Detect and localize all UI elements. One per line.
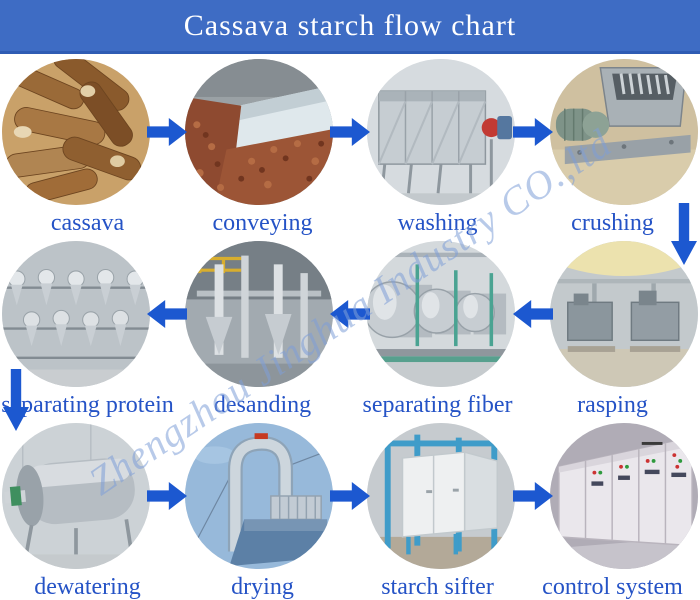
step-image-desanding <box>184 241 333 387</box>
flow-arrow-down-right-icon <box>671 203 697 265</box>
desanding-pipes-photo <box>184 241 333 387</box>
root-conveying-flume-photo <box>184 59 333 205</box>
flow-arrow-right-icon <box>147 118 188 146</box>
step-label-cassava: cassava <box>50 210 125 236</box>
step-label-desanding: desanding <box>213 392 312 418</box>
step-image-control-system <box>549 423 698 569</box>
flow-arrow-right-icon <box>512 482 553 510</box>
flow-row-3-images <box>0 421 700 571</box>
step-image-starch-sifter <box>367 423 516 569</box>
flow-arrow-left-icon <box>329 300 370 328</box>
flow-row-1-labels: cassava conveying washing crushing <box>0 207 700 239</box>
flow-row-2-labels: separating protein desanding separating fi… <box>0 389 700 421</box>
step-label-crushing: crushing <box>571 210 654 236</box>
flow-row-3-labels: dewatering drying starch sifter control sys… <box>0 571 700 600</box>
flow-arrow-right-icon <box>329 482 370 510</box>
step-label-dewatering: dewatering <box>34 574 141 600</box>
centrifugal-sieve-photo <box>367 241 516 387</box>
step-image-washing <box>367 59 516 205</box>
step-label-washing: washing <box>397 210 478 236</box>
flow-arrow-left-icon <box>147 300 188 328</box>
flow-arrow-right-icon <box>147 482 188 510</box>
crushing-machine-photo <box>549 59 698 205</box>
flash-dryer-photo <box>184 423 333 569</box>
step-image-separating-protein <box>2 241 150 387</box>
starch-sifter-photo <box>367 423 516 569</box>
hydrocyclone-station-photo <box>2 241 150 387</box>
step-image-dewatering <box>2 423 150 569</box>
page-title: Cassava starch flow chart <box>183 8 517 42</box>
flow-arrow-right-icon <box>329 118 370 146</box>
title-banner: Cassava starch flow chart <box>0 0 700 54</box>
step-image-rasping <box>549 241 698 387</box>
step-label-separating-protein: separating protein <box>1 392 174 418</box>
paddle-washing-machine-photo <box>367 59 516 205</box>
step-image-crushing <box>549 59 698 205</box>
control-cabinets-photo <box>549 423 698 569</box>
step-image-cassava <box>2 59 150 205</box>
flow-grid: cassava conveying washing crushing separati… <box>0 57 700 600</box>
flow-arrow-left-icon <box>512 300 553 328</box>
flow-arrow-right-icon <box>512 118 553 146</box>
step-label-control-system: control system <box>542 574 683 600</box>
step-label-separating-fiber: separating fiber <box>362 392 513 418</box>
step-label-starch-sifter: starch sifter <box>381 574 494 600</box>
step-image-conveying <box>184 59 333 205</box>
flow-row-2-images <box>0 239 700 389</box>
step-label-rasping: rasping <box>577 392 648 418</box>
rasper-workshop-photo <box>549 241 698 387</box>
flow-arrow-down-left-icon <box>3 369 29 431</box>
flow-row-1-images <box>0 57 700 207</box>
step-label-drying: drying <box>231 574 294 600</box>
step-image-separating-fiber <box>367 241 516 387</box>
vacuum-filter-drum-photo <box>2 423 150 569</box>
step-label-conveying: conveying <box>212 210 313 236</box>
step-image-drying <box>184 423 333 569</box>
cassava-roots-photo <box>2 59 150 205</box>
